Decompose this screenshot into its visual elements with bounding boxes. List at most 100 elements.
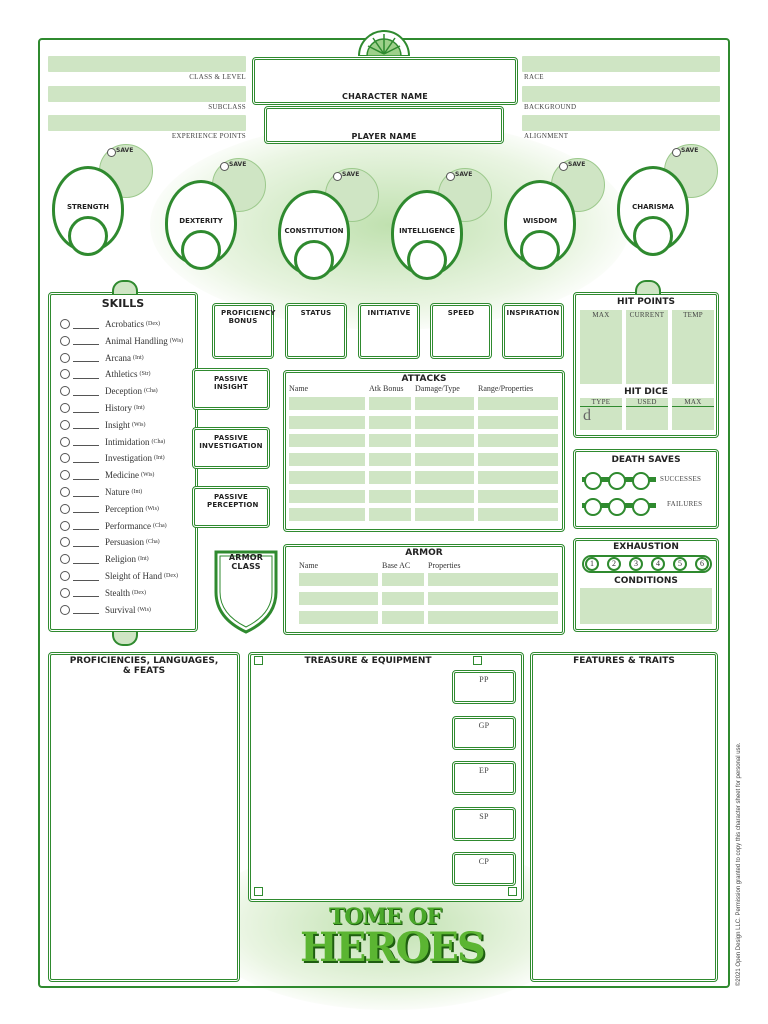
save-proficiency-dot[interactable] (559, 162, 568, 171)
failure-checkbox[interactable] (632, 498, 650, 516)
skill-row[interactable]: Religion(Int) (60, 551, 149, 567)
ability-modifier-field[interactable] (294, 240, 334, 280)
skill-modifier-line[interactable] (73, 488, 99, 497)
armor-name-cell[interactable] (299, 573, 378, 586)
attack-bonus-cell[interactable] (369, 471, 411, 484)
attack-damage-cell[interactable] (415, 397, 474, 410)
hit-dice-type-field[interactable] (580, 398, 622, 430)
save-proficiency-dot[interactable] (107, 148, 116, 157)
skill-modifier-line[interactable] (73, 521, 99, 531)
proficiency-dot[interactable] (60, 436, 70, 447)
hp-max-field[interactable] (580, 310, 622, 384)
skill-modifier-line[interactable] (73, 555, 99, 564)
proficiency-dot[interactable] (60, 554, 70, 565)
skill-modifier-line[interactable] (73, 605, 99, 615)
proficiency-dot[interactable] (60, 369, 70, 380)
armor-props-cell[interactable] (428, 573, 558, 586)
proficiency-dot[interactable] (60, 537, 70, 548)
exhaustion-level[interactable]: 4 (651, 557, 665, 571)
skill-row[interactable]: Investigation(Int) (60, 450, 165, 466)
coin-box[interactable]: GP (452, 715, 516, 750)
proficiency-dot[interactable] (60, 403, 70, 413)
proficiency-dot[interactable] (60, 352, 70, 363)
proficiency-dot[interactable] (60, 386, 70, 397)
exhaustion-level[interactable]: 6 (695, 557, 709, 571)
attack-name-cell[interactable] (289, 434, 365, 447)
character-name-box[interactable] (252, 57, 518, 105)
skill-row[interactable]: Deception(Cha) (60, 383, 158, 399)
attack-name-cell[interactable] (289, 452, 365, 466)
player-name-box[interactable] (264, 106, 504, 144)
armor-props-cell[interactable] (428, 611, 558, 624)
inspiration-box[interactable]: INSPIRATION (502, 303, 564, 359)
alignment-field[interactable] (522, 115, 720, 131)
ability-modifier-field[interactable] (633, 216, 673, 256)
skill-row[interactable]: Animal Handling(Wis) (60, 333, 183, 349)
skill-modifier-line[interactable] (73, 320, 99, 329)
proficiency-dot[interactable] (60, 487, 70, 497)
skill-modifier-line[interactable] (73, 370, 99, 379)
attack-damage-cell[interactable] (415, 415, 474, 429)
skill-modifier-line[interactable] (73, 588, 99, 598)
attack-bonus-cell[interactable] (369, 489, 411, 503)
background-field[interactable] (522, 86, 720, 102)
attack-damage-cell[interactable] (415, 489, 474, 503)
skill-row[interactable]: Arcana(Int) (60, 350, 144, 366)
skill-row[interactable]: Stealth(Dex) (60, 585, 146, 601)
exhaustion-level[interactable]: 2 (607, 557, 621, 571)
attack-bonus-cell[interactable] (369, 415, 411, 429)
skill-modifier-line[interactable] (73, 437, 99, 447)
passive-perception-box[interactable]: PASSIVE PERCEPTION (192, 486, 270, 528)
skill-modifier-line[interactable] (73, 404, 99, 413)
proficiency-dot[interactable] (60, 319, 70, 329)
skill-row[interactable]: Sleight of Hand(Dex) (60, 568, 178, 584)
attack-range-cell[interactable] (478, 434, 558, 447)
attack-damage-cell[interactable] (415, 508, 474, 521)
skill-modifier-line[interactable] (73, 471, 99, 480)
attack-name-cell[interactable] (289, 471, 365, 484)
coin-box[interactable]: CP (452, 852, 516, 886)
proficiency-dot[interactable] (60, 470, 70, 481)
ability-modifier-field[interactable] (520, 230, 560, 270)
attack-name-cell[interactable] (289, 508, 365, 521)
skill-modifier-line[interactable] (73, 504, 99, 514)
skill-modifier-line[interactable] (73, 538, 99, 547)
save-proficiency-dot[interactable] (220, 162, 229, 171)
skill-row[interactable]: Intimidation(Cha) (60, 434, 165, 450)
armor-base-cell[interactable] (382, 573, 424, 586)
initiative-box[interactable]: INITIATIVE (358, 303, 420, 359)
failure-checkbox[interactable] (584, 498, 602, 516)
save-proficiency-dot[interactable] (446, 172, 455, 181)
armor-name-cell[interactable] (299, 611, 378, 624)
failure-checkbox[interactable] (608, 498, 626, 516)
attack-damage-cell[interactable] (415, 452, 474, 466)
proficiency-dot[interactable] (60, 571, 70, 581)
attack-range-cell[interactable] (478, 415, 558, 429)
skill-row[interactable]: Performance(Cha) (60, 518, 167, 534)
attack-damage-cell[interactable] (415, 471, 474, 484)
subclass-field[interactable] (48, 86, 246, 102)
armor-class-shield[interactable] (212, 548, 280, 634)
skill-modifier-line[interactable] (73, 454, 99, 463)
ability-modifier-field[interactable] (68, 216, 108, 256)
attack-bonus-cell[interactable] (369, 434, 411, 447)
hit-dice-used-field[interactable] (626, 398, 668, 430)
save-proficiency-dot[interactable] (672, 148, 681, 157)
success-checkbox[interactable] (632, 472, 650, 490)
exhaustion-level[interactable]: 5 (673, 557, 687, 571)
success-checkbox[interactable] (608, 472, 626, 490)
attack-bonus-cell[interactable] (369, 397, 411, 410)
attack-bonus-cell[interactable] (369, 508, 411, 521)
hp-temp-field[interactable] (672, 310, 714, 384)
conditions-field[interactable] (580, 588, 712, 624)
proficiency-bonus-box[interactable]: PROFICIENCY BONUS (212, 303, 275, 359)
skill-modifier-line[interactable] (73, 572, 99, 581)
skill-modifier-line[interactable] (73, 420, 99, 430)
attack-range-cell[interactable] (478, 397, 558, 410)
skill-row[interactable]: Medicine(Wis) (60, 467, 154, 483)
skill-row[interactable]: Acrobatics(Dex) (60, 316, 160, 332)
skill-row[interactable]: Persuasion(Cha) (60, 534, 160, 550)
proficiency-dot[interactable] (60, 520, 70, 531)
skill-modifier-line[interactable] (73, 336, 99, 346)
skill-row[interactable]: History(Int) (60, 400, 145, 416)
